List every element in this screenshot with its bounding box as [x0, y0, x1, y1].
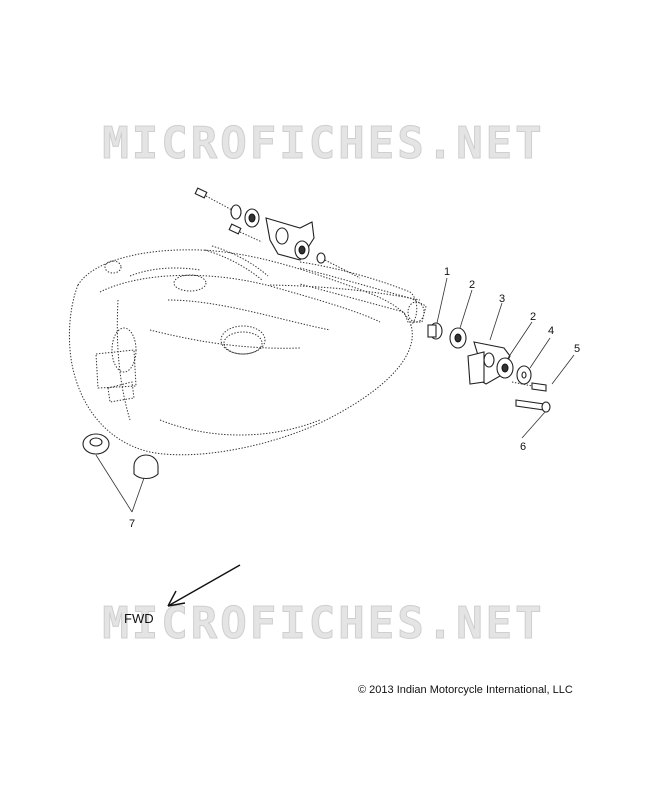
- callout-2: 2: [469, 279, 476, 291]
- callout-2b: 2: [530, 311, 537, 323]
- frame-strut: [299, 267, 427, 323]
- callout-7: 7: [129, 518, 136, 530]
- copyright-notice: © 2013 Indian Motorcycle International, …: [358, 684, 573, 696]
- callout-4: 4: [548, 325, 555, 337]
- filler-cap: [220, 325, 266, 355]
- fwd-label: FWD: [124, 611, 154, 626]
- fwd-arrow: [167, 564, 241, 607]
- callout-3: 3: [499, 293, 506, 305]
- callout-6: 6: [520, 441, 527, 453]
- upper-mount-assembly: [194, 187, 361, 279]
- leader-lines: [95, 277, 575, 513]
- callout-1: 1: [444, 266, 451, 278]
- copyright-text: 2013 Indian Motorcycle International, LL…: [369, 684, 573, 696]
- callout-5: 5: [574, 343, 581, 355]
- fuel-tank: [69, 245, 421, 456]
- grommets: [82, 433, 159, 480]
- exploded-parts: [427, 322, 551, 413]
- copyright-symbol: ©: [358, 684, 367, 696]
